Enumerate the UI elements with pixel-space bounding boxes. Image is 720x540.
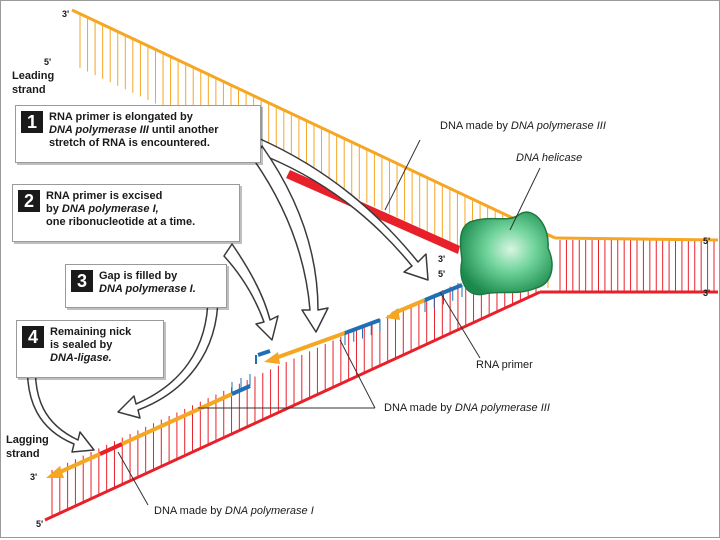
parental-strand-top bbox=[554, 236, 719, 242]
dna-pol-i-segment bbox=[99, 442, 123, 456]
step-2-line3: one ribonucleotide at a time. bbox=[46, 216, 196, 228]
okazaki-fragment-3-arrowhead bbox=[385, 308, 400, 320]
step-2-number: 2 bbox=[18, 190, 40, 212]
step-4-box: 4 Remaining nick is sealed by DNA-ligase… bbox=[16, 320, 164, 378]
step-4-line1: Remaining nick bbox=[50, 326, 132, 338]
right-5-prime-label: 5' bbox=[703, 236, 711, 246]
dna-pol3-top-label: DNA made by DNA polymerase III bbox=[440, 120, 606, 132]
step-3-line1: Gap is filled by bbox=[99, 270, 178, 282]
step-2-line2: by DNA polymerase I, bbox=[46, 203, 159, 215]
step-1-arrow-to-primer bbox=[249, 137, 429, 281]
step-3-arrow bbox=[117, 295, 219, 419]
lagging-5-prime-label: 5' bbox=[36, 519, 44, 529]
leading-template-strand bbox=[71, 8, 556, 240]
parental-duplex-base-pairs bbox=[559, 240, 715, 292]
leader-rna-primer bbox=[439, 291, 481, 359]
excised-ribonucleotide bbox=[257, 349, 271, 357]
top-left-5-prime-label: 5' bbox=[44, 57, 52, 67]
lagging-template-strand bbox=[44, 290, 541, 522]
primer-3-prime-label: 3' bbox=[438, 254, 446, 264]
leader-dna-pol1 bbox=[117, 451, 149, 506]
right-3-prime-label: 3' bbox=[703, 288, 711, 298]
dna-pol3-mid-label: DNA made by DNA polymerase III bbox=[384, 402, 550, 414]
lagging-3-prime-label: 3' bbox=[30, 472, 38, 482]
leader-dna-pol3-mid-a bbox=[339, 339, 376, 409]
lagging-dna-segment bbox=[59, 452, 101, 474]
step-3-number: 3 bbox=[71, 270, 93, 292]
okazaki-fragment-2-arrowhead bbox=[264, 352, 280, 364]
step-1-box: 1 RNA primer is elongated by DNA polymer… bbox=[15, 105, 261, 163]
lagging-strand-label-line2: strand bbox=[6, 448, 40, 460]
step-4-line2: is sealed by bbox=[50, 339, 113, 351]
step-1-line2: DNA polymerase III until another bbox=[49, 124, 219, 136]
leader-helicase bbox=[509, 167, 541, 231]
step-1-number: 1 bbox=[21, 111, 43, 133]
step-3-line2: DNA polymerase I. bbox=[99, 283, 196, 295]
dna-pol1-label: DNA made by DNA polymerase I bbox=[154, 505, 314, 517]
leading-strand-label-line2: strand bbox=[12, 84, 46, 96]
okazaki-fragment-1 bbox=[121, 392, 233, 446]
leader-dna-pol3-top bbox=[384, 139, 421, 211]
lagging-strand-label-line1: Lagging bbox=[6, 434, 49, 446]
dna-helicase-shape bbox=[459, 211, 553, 296]
step-2-arrow bbox=[223, 243, 279, 341]
primer-5-prime-label: 5' bbox=[438, 269, 446, 279]
step-2-line1: RNA primer is excised bbox=[46, 190, 163, 202]
step-4-line3: DNA-ligase. bbox=[50, 352, 112, 364]
rna-primer-label: RNA primer bbox=[476, 359, 533, 371]
lagging-3prime-arrowhead bbox=[46, 466, 64, 478]
step-2-box: 2 RNA primer is excised by DNA polymeras… bbox=[12, 184, 240, 242]
step-1-arrow-to-fragment bbox=[253, 145, 329, 333]
okazaki-fragment-2 bbox=[269, 331, 346, 362]
rna-primer-ticks bbox=[231, 285, 463, 394]
leading-strand-label-line1: Leading bbox=[12, 70, 55, 82]
helicase-label: DNA helicase bbox=[516, 152, 583, 164]
step-4-number: 4 bbox=[22, 326, 44, 348]
step-3-box: 3 Gap is filled by DNA polymerase I. bbox=[65, 264, 227, 308]
step-1-line1: RNA primer is elongated by bbox=[49, 111, 193, 123]
top-left-3-prime-label: 3' bbox=[62, 9, 70, 19]
step-1-line3: stretch of RNA is encountered. bbox=[49, 137, 210, 149]
